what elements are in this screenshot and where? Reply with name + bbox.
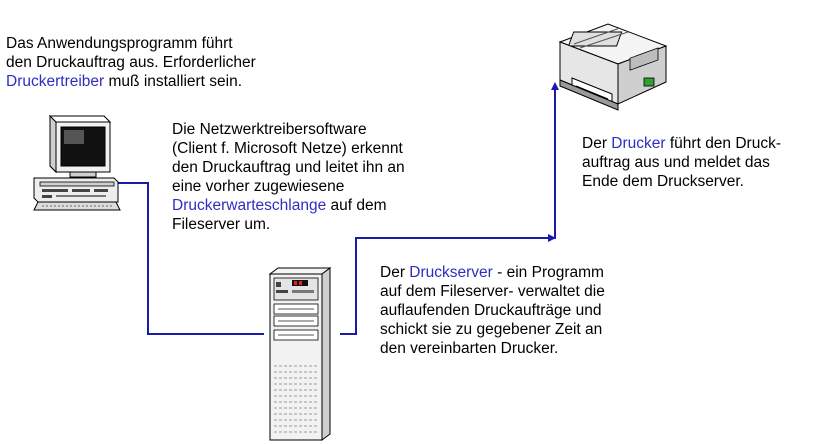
druckserver-term: Druckserver xyxy=(409,264,493,281)
drucker-line-1-rest: führt den Druck- xyxy=(665,135,781,152)
netz-line-3: den Druckauftrag und leitet ihn an xyxy=(172,159,405,176)
druckerwarteschlange-term: Druckerwarteschlange xyxy=(172,197,327,214)
netz-line-2: (Client f. Microsoft Netze) erkennt xyxy=(172,140,403,157)
line-server-to-printer xyxy=(340,88,556,335)
line-pc-to-server xyxy=(104,182,264,335)
laser-printer-icon xyxy=(558,23,668,111)
netz-line-5: Druckerwarteschlange auf dem xyxy=(172,196,405,215)
drucker-line-1-pre: Der xyxy=(582,135,612,152)
server-line-1-rest: - ein Programm xyxy=(492,264,604,281)
app-line-3: Druckertreiber muß installiert sein. xyxy=(6,72,256,91)
app-line-2: den Druckauftrag aus. Erforderlicher xyxy=(6,54,256,71)
network-driver-description: Die Netzwerktreibersoftware (Client f. M… xyxy=(172,120,405,234)
arrow-head-right xyxy=(548,234,556,242)
drucker-line-3: Ende dem Druckserver. xyxy=(582,173,744,190)
server-line-2: auf dem Fileserver- verwaltet die xyxy=(380,283,605,300)
drucker-line-2: auftrag aus und meldet das xyxy=(582,154,770,171)
print-server-description: Der Druckserver - ein Programm auf dem F… xyxy=(380,263,605,358)
netz-line-6: Fileserver um. xyxy=(172,216,271,233)
app-line-3-rest: muß installiert sein. xyxy=(104,73,243,90)
drucker-line-1: Der Drucker führt den Druck- xyxy=(582,134,781,153)
netz-line-5-rest: auf dem xyxy=(326,197,387,214)
drucker-term: Drucker xyxy=(611,135,666,152)
druckertreiber-term: Druckertreiber xyxy=(6,73,105,90)
server-line-1: Der Druckserver - ein Programm xyxy=(380,263,605,282)
printer-description: Der Drucker führt den Druck- auftrag aus… xyxy=(582,134,781,191)
netz-line-4: eine vorher zugewiesene xyxy=(172,178,345,195)
file-server-icon xyxy=(268,267,332,441)
server-line-3: auflaufenden Druckaufträge und xyxy=(380,302,602,319)
app-line-1: Das Anwendungsprogramm führt xyxy=(6,35,233,52)
server-line-5: den vereinbarten Drucker. xyxy=(380,340,559,357)
server-line-1-pre: Der xyxy=(380,264,410,281)
netz-line-1: Die Netzwerktreibersoftware xyxy=(172,121,367,138)
app-description: Das Anwendungsprogramm führt den Druckau… xyxy=(6,34,256,91)
server-line-4: schickt sie zu gegebener Zeit an xyxy=(380,321,603,338)
workstation-icon xyxy=(33,114,121,211)
arrow-head-up xyxy=(551,82,559,90)
